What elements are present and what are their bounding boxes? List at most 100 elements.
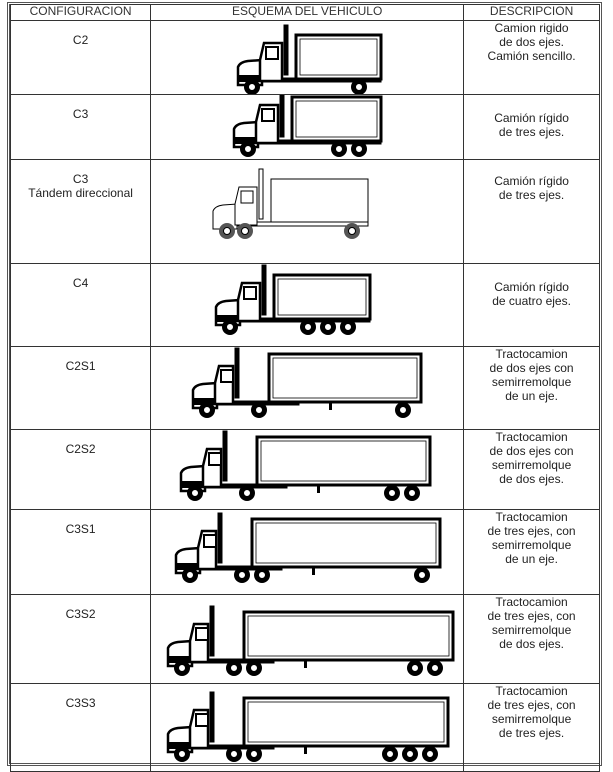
description-line: de tres ejes, con [487, 524, 576, 538]
trailer [242, 696, 450, 748]
wheel-hub [203, 406, 212, 414]
vehicle-scheme [166, 691, 450, 762]
description-line: Camión sencillo. [487, 49, 576, 63]
box-inner-line [247, 701, 445, 743]
bumper [216, 315, 241, 322]
vehicle-drawing [236, 24, 383, 94]
vehicle-drawing [212, 168, 369, 239]
description-line: de cuatro ejes. [492, 294, 571, 308]
exhaust-stack [222, 430, 228, 482]
wheel-hub [348, 227, 357, 235]
wheel-hub [248, 83, 257, 91]
description-line: de dos ejes. [499, 35, 564, 49]
wheel-hub [335, 145, 344, 153]
wheel-hub [304, 323, 313, 331]
description-line: Camion rigido [494, 21, 569, 35]
vehicle-drawing [179, 430, 432, 501]
wheel-hub [431, 664, 440, 672]
vehicle-scheme-cell [150, 159, 465, 264]
description-line: de tres ejes. [498, 125, 565, 139]
config-cell: C3 [9, 94, 152, 160]
landing-gear [329, 402, 333, 410]
wheel-hub [186, 571, 195, 579]
config-label: C4 [72, 276, 89, 290]
vehicle-scheme [174, 512, 442, 583]
description-line: Tractocamion [495, 510, 568, 524]
cab-window [195, 627, 210, 641]
exhaust-stack [258, 168, 264, 220]
vehicle-drawing [166, 691, 450, 762]
cab-window [208, 452, 223, 466]
cargo-box [290, 95, 383, 143]
description-line: semirremolque [491, 623, 572, 637]
cab-window [203, 534, 218, 548]
vehicle-scheme-cell [150, 683, 465, 772]
box-inner-line [299, 38, 378, 76]
cab-window [243, 286, 258, 300]
config-cell: C4 [9, 263, 152, 347]
trailer [242, 610, 455, 662]
vehicle-drawing [232, 95, 383, 157]
wheel-hub [411, 664, 420, 672]
wheel-hub [178, 750, 187, 758]
cargo-box [294, 33, 383, 81]
bumper [234, 137, 259, 144]
vehicle-configuration-table: CONFIGURACION ESQUEMA DEL VEHICULO DESCR… [9, 4, 600, 772]
config-label: C2 [72, 33, 89, 47]
wheel-hub [241, 227, 250, 235]
bumper [193, 398, 218, 405]
vehicle-scheme-cell [150, 94, 465, 160]
bumper [176, 563, 201, 570]
vehicle-scheme-cell [150, 594, 465, 684]
config-label: C2S2 [65, 442, 96, 456]
header-descripcion: DESCRIPCION [463, 4, 600, 21]
trailer [255, 435, 432, 487]
wheel-hub [355, 145, 364, 153]
wheel-hub [226, 323, 235, 331]
wheel-hub [408, 489, 417, 497]
box-inner-line [247, 615, 450, 657]
vehicle-scheme [214, 264, 372, 335]
vehicle-scheme-cell [150, 509, 465, 595]
vehicle-scheme-cell [150, 263, 465, 347]
config-cell: C3S3 [9, 683, 152, 772]
vehicle-drawing [191, 347, 423, 418]
box-inner-line [295, 100, 378, 138]
description-line: de un eje. [505, 552, 558, 566]
config-cell: C2 [9, 20, 152, 95]
config-label: C2S1 [65, 359, 96, 373]
vehicle-scheme [236, 24, 383, 94]
header-configuracion: CONFIGURACION [9, 4, 152, 21]
cab-window [195, 713, 210, 727]
landing-gear [304, 660, 308, 668]
bumper [238, 75, 263, 82]
description-line: Tractocamion [495, 347, 568, 361]
exhaust-stack [217, 512, 223, 564]
vehicle-drawing [214, 264, 372, 335]
wheel-hub [399, 406, 408, 414]
config-label: Tándem direccional [28, 186, 133, 200]
exhaust-stack [283, 24, 289, 76]
wheel-hub [426, 750, 435, 758]
exhaust-stack [261, 264, 267, 316]
description-line: de tres ejes, con [487, 698, 576, 712]
config-cell: C3S1 [9, 509, 152, 595]
wheel-hub [243, 489, 252, 497]
description-line: semirremolque [491, 712, 572, 726]
wheel-hub [250, 750, 259, 758]
wheel-hub [418, 571, 427, 579]
description-line: Tractocamion [495, 684, 568, 698]
wheel-hub [255, 406, 264, 414]
config-label: C3 [72, 107, 89, 121]
cab-window [240, 190, 254, 204]
vehicle-scheme [232, 95, 383, 157]
cargo-box [272, 273, 372, 321]
vehicle-scheme-cell [150, 346, 465, 430]
